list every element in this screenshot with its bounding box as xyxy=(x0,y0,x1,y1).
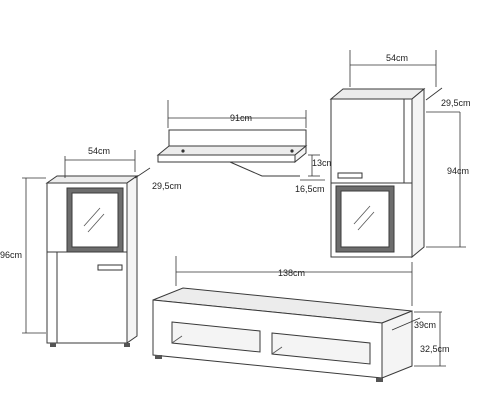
shelf-screw xyxy=(290,149,294,153)
wall-cabinet-handle xyxy=(337,172,363,179)
tv-bench-depth-label: 39cm xyxy=(414,320,436,330)
tv-bench-width-label: 138cm xyxy=(278,268,305,278)
dim-line xyxy=(134,167,151,179)
wall-cabinet-side xyxy=(411,87,425,259)
tall-cabinet-handle xyxy=(97,264,123,271)
wall-cabinet-glass xyxy=(340,190,390,248)
compartment-edge xyxy=(171,335,183,344)
tall-cabinet-side xyxy=(126,175,138,344)
dim-line xyxy=(425,87,443,101)
tall-cabinet-height-label: 96cm xyxy=(0,250,22,260)
tall-cabinet-top xyxy=(45,175,139,184)
tv-bench-compartment xyxy=(271,332,371,365)
wall-cabinet: 54cm 29,5cm 94cm xyxy=(329,50,471,259)
wall-shelf-depth-label: 16,5cm xyxy=(295,184,325,194)
compartment-edge xyxy=(271,346,283,355)
foot xyxy=(124,343,130,347)
glass-reflection xyxy=(87,213,105,233)
wall-shelf-bracket xyxy=(229,161,300,177)
foot xyxy=(50,343,56,347)
tall-cabinet-width-label: 54cm xyxy=(88,146,110,156)
wall-shelf-width-label: 91cm xyxy=(230,113,252,123)
foot xyxy=(155,355,162,359)
tall-cabinet-depth-label: 29,5cm xyxy=(152,181,182,191)
tv-bench-height-label: 32,5cm xyxy=(420,344,450,354)
glass-reflection xyxy=(83,207,101,227)
wall-shelf-front xyxy=(157,154,296,163)
wall-cabinet-height-label: 94cm xyxy=(447,166,469,176)
dim-line xyxy=(391,317,421,331)
wall-cabinet-depth-label: 29,5cm xyxy=(441,98,471,108)
wall-shelf-top xyxy=(156,145,308,156)
tv-bench-side xyxy=(381,310,413,379)
foot xyxy=(376,378,383,382)
wall-shelf-height-label: 13cm xyxy=(312,158,334,168)
tall-cabinet: 54cm 29,5cm 96cm xyxy=(0,146,182,347)
wall-cabinet-top xyxy=(329,88,426,100)
glass-reflection xyxy=(353,205,371,225)
tv-bench: 138cm 39cm 32,5cm xyxy=(152,256,450,382)
tv-bench-compartment xyxy=(171,321,261,353)
wall-cabinet-width-label: 54cm xyxy=(386,53,408,63)
glass-reflection xyxy=(357,211,375,231)
shelf-screw xyxy=(181,149,185,153)
wall-shelf-side xyxy=(294,144,307,164)
wall-shelf: 91cm 13cm 16,5cm xyxy=(156,100,334,194)
wall-shelf-back xyxy=(168,129,307,147)
tall-cabinet-glass xyxy=(71,192,119,248)
